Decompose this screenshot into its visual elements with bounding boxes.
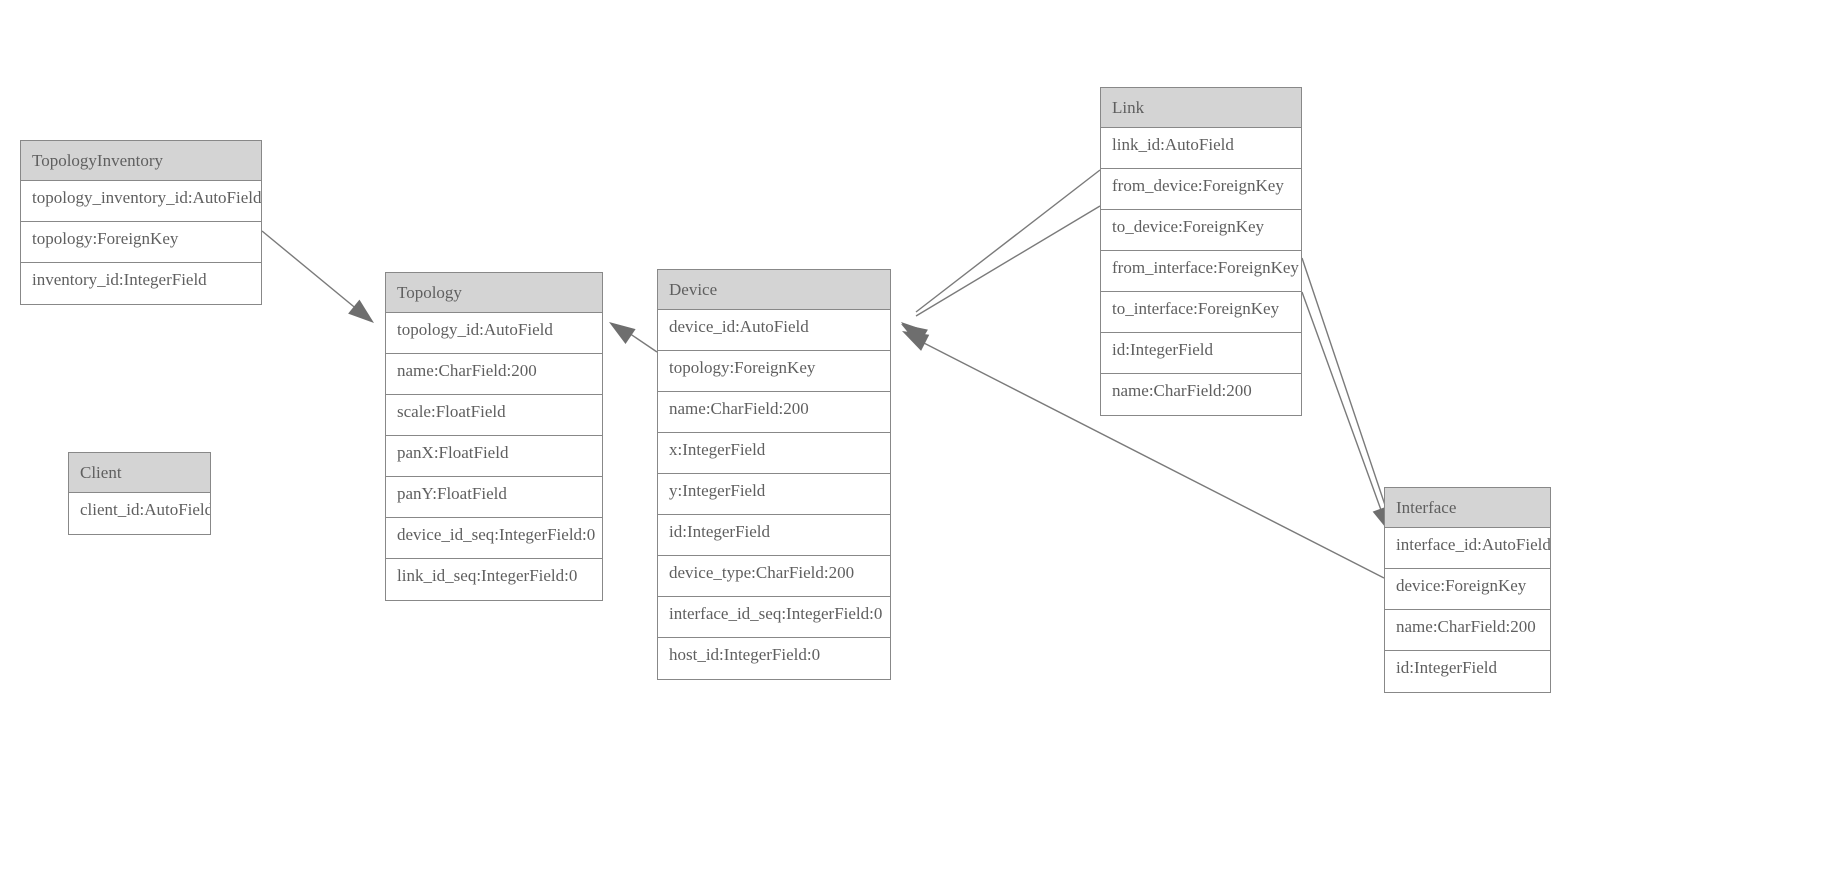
entity-field[interactable]: device_id_seq:IntegerField:0 xyxy=(386,518,602,559)
entity-title-device: Device xyxy=(658,270,890,310)
entity-field[interactable]: panX:FloatField xyxy=(386,436,602,477)
relationship-arrowhead xyxy=(901,324,928,346)
relationship-arrowhead xyxy=(901,322,928,346)
entity-field[interactable]: interface_id:AutoField xyxy=(1385,528,1550,569)
entity-field[interactable]: to_interface:ForeignKey xyxy=(1101,292,1301,333)
entity-field[interactable]: interface_id_seq:IntegerField:0 xyxy=(658,597,890,638)
entity-field[interactable]: link_id:AutoField xyxy=(1101,128,1301,169)
entity-field[interactable]: topology:ForeignKey xyxy=(658,351,890,392)
entity-field[interactable]: x:IntegerField xyxy=(658,433,890,474)
entity-field[interactable]: name:CharField:200 xyxy=(386,354,602,395)
relationship-arrowhead xyxy=(348,299,374,323)
relationship-edge xyxy=(915,205,1101,317)
entity-field[interactable]: from_interface:ForeignKey xyxy=(1101,251,1301,292)
relationship-arrowhead xyxy=(902,331,930,351)
relationship-arrowhead xyxy=(609,322,636,345)
relationship-edge xyxy=(619,326,658,353)
entity-field[interactable]: name:CharField:200 xyxy=(658,392,890,433)
entity-field[interactable]: id:IntegerField xyxy=(1385,651,1550,692)
entity-title-topology_inventory: TopologyInventory xyxy=(21,141,261,181)
entity-title-client: Client xyxy=(69,453,210,493)
entity-field[interactable]: inventory_id:IntegerField xyxy=(21,263,261,304)
relationship-edge xyxy=(1301,291,1386,522)
entity-title-link: Link xyxy=(1101,88,1301,128)
entity-field[interactable]: name:CharField:200 xyxy=(1101,374,1301,415)
entity-field[interactable]: id:IntegerField xyxy=(1101,333,1301,374)
relationship-edge xyxy=(261,230,371,321)
entity-field[interactable]: id:IntegerField xyxy=(658,515,890,556)
entity-field[interactable]: link_id_seq:IntegerField:0 xyxy=(386,559,602,600)
entity-field[interactable]: from_device:ForeignKey xyxy=(1101,169,1301,210)
entity-field[interactable]: scale:FloatField xyxy=(386,395,602,436)
entity-field[interactable]: name:CharField:200 xyxy=(1385,610,1550,651)
entity-field[interactable]: device_type:CharField:200 xyxy=(658,556,890,597)
entity-field[interactable]: to_device:ForeignKey xyxy=(1101,210,1301,251)
entity-field[interactable]: client_id:AutoField xyxy=(69,493,210,534)
entity-field[interactable]: topology_inventory_id:AutoField xyxy=(21,181,261,222)
entity-field[interactable]: device:ForeignKey xyxy=(1385,569,1550,610)
entity-field[interactable]: host_id:IntegerField:0 xyxy=(658,638,890,679)
relationship-edge xyxy=(915,169,1101,313)
entity-title-interface: Interface xyxy=(1385,488,1550,528)
entity-field[interactable]: device_id:AutoField xyxy=(658,310,890,351)
entity-field[interactable]: topology_id:AutoField xyxy=(386,313,602,354)
entity-field[interactable]: y:IntegerField xyxy=(658,474,890,515)
entity-field[interactable]: panY:FloatField xyxy=(386,477,602,518)
relationship-edge xyxy=(1301,257,1391,521)
entity-title-topology: Topology xyxy=(386,273,602,313)
entity-field[interactable]: topology:ForeignKey xyxy=(21,222,261,263)
